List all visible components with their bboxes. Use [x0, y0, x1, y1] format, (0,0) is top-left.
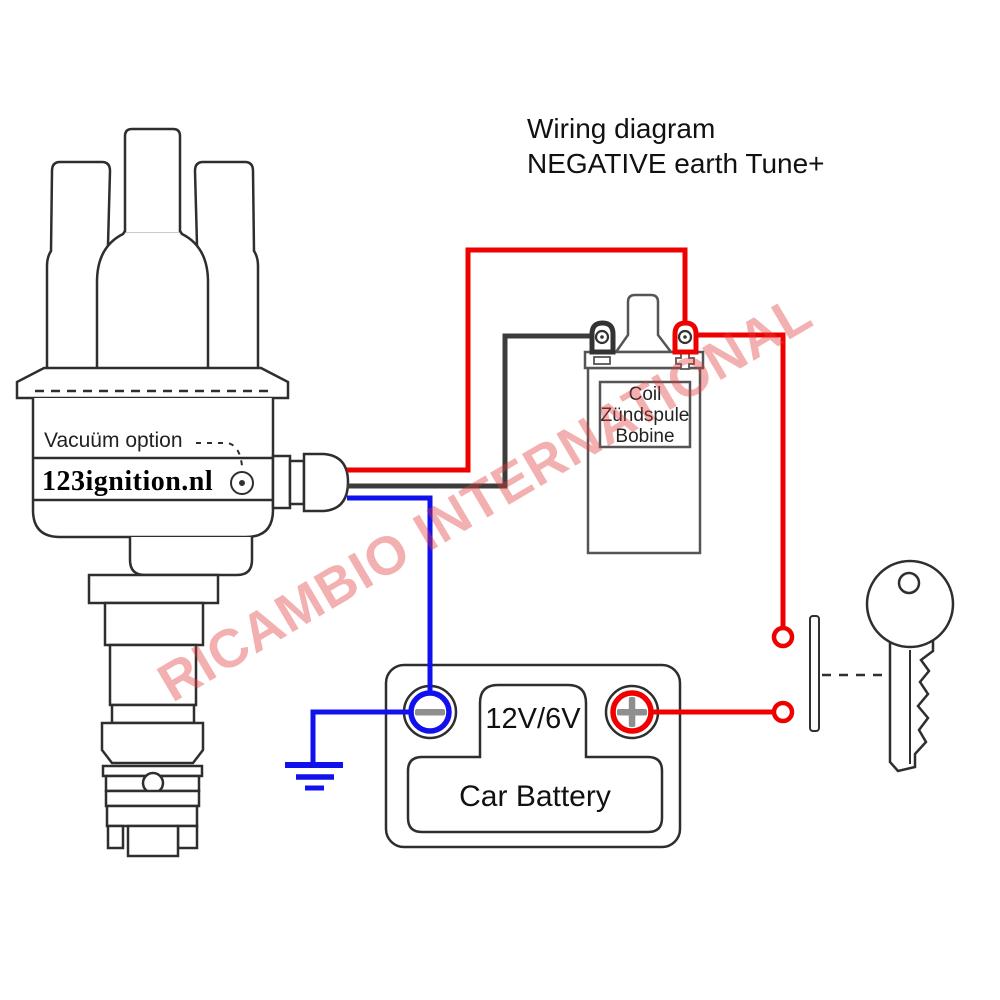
- diagram-title-line2: NEGATIVE earth Tune+: [527, 148, 825, 179]
- blue-wire-distributor-to-battery-negative: [347, 495, 433, 694]
- car-battery: [384, 663, 682, 849]
- vacuum-option-label: Vacuüm option: [44, 429, 183, 452]
- distributor-connector-neck: [288, 459, 306, 506]
- vacuum-port-center-dot: [239, 480, 245, 486]
- diagram-title-line1: Wiring diagram: [527, 113, 716, 144]
- coil-negative-terminal-dot: [600, 335, 604, 339]
- coil-label-line3: Bobine: [615, 426, 675, 447]
- distributor-shaft-taper: [100, 721, 205, 765]
- distributor-cap-bell: [95, 229, 210, 372]
- distributor-cap-flange: [15, 366, 290, 400]
- coil-terminals: [589, 320, 699, 355]
- ignition-switch: [771, 615, 889, 732]
- switch-plate: [809, 615, 820, 732]
- battery-terminals: [408, 690, 654, 734]
- diagram-title: Wiring diagram NEGATIVE earth Tune+: [527, 111, 825, 181]
- distributor-drive-leg-right: [176, 824, 199, 850]
- coil-label-box: [598, 380, 692, 449]
- key-blade: [888, 628, 935, 773]
- coil-label: Coil Zündspule Bobine: [600, 384, 690, 447]
- distributor-neck: [128, 537, 254, 577]
- distributor-connector-plug: [302, 452, 350, 513]
- coil-positive-terminal-dot: [683, 335, 687, 339]
- distributor-cap-center-tower: [123, 127, 182, 232]
- key-head: [865, 559, 955, 649]
- wires: [310, 247, 786, 763]
- distributor-drive-dog: [126, 824, 180, 858]
- distributor: [15, 127, 350, 858]
- coil-ht-tower: [613, 293, 674, 354]
- ignition-key: [865, 559, 955, 773]
- switch-terminal-bottom: [771, 700, 795, 724]
- coil-plus-mark: [675, 352, 695, 370]
- red-wire-coil-to-ignition-switch: [697, 332, 786, 628]
- battery-minus-bar: [415, 709, 445, 716]
- battery-voltage-label: 12V/6V: [485, 703, 581, 735]
- distributor-shaft-segment: [110, 703, 196, 725]
- distributor-base-segment: [105, 804, 199, 828]
- red-wire-distributor-to-coil-positive: [347, 247, 688, 473]
- distributor-shaft-segment: [87, 573, 220, 605]
- coil-label-line1: Coil: [628, 384, 662, 405]
- distributor-drive-leg-left: [106, 824, 125, 850]
- coil-label-line2: Zündspule: [600, 405, 690, 426]
- distributor-brand-label: 123ignition.nl: [42, 466, 214, 497]
- black-wire-distributor-to-coil-negative: [347, 333, 591, 489]
- ignition-coil: [583, 293, 705, 555]
- distributor-shaft-segment: [108, 643, 198, 707]
- blue-wire-battery-to-ground: [310, 709, 411, 763]
- distributor-cap-right-tower: [193, 160, 260, 373]
- coil-minus-mark: [593, 356, 611, 365]
- battery-name-label: Car Battery: [459, 780, 611, 813]
- vacuum-pointer-dashed-line: [196, 442, 243, 467]
- distributor-gear-band: [104, 789, 201, 808]
- distributor-connector-base: [271, 454, 292, 510]
- switch-terminal-top: [771, 625, 795, 649]
- battery-plus-bar-vertical: [628, 697, 636, 727]
- ground-symbol: [285, 762, 343, 791]
- distributor-cap-left-tower: [45, 160, 112, 373]
- coil-cap-band: [583, 350, 705, 370]
- battery-label-plate: [406, 683, 664, 834]
- distributor-shaft-segment: [103, 601, 205, 647]
- key-hole: [897, 571, 921, 595]
